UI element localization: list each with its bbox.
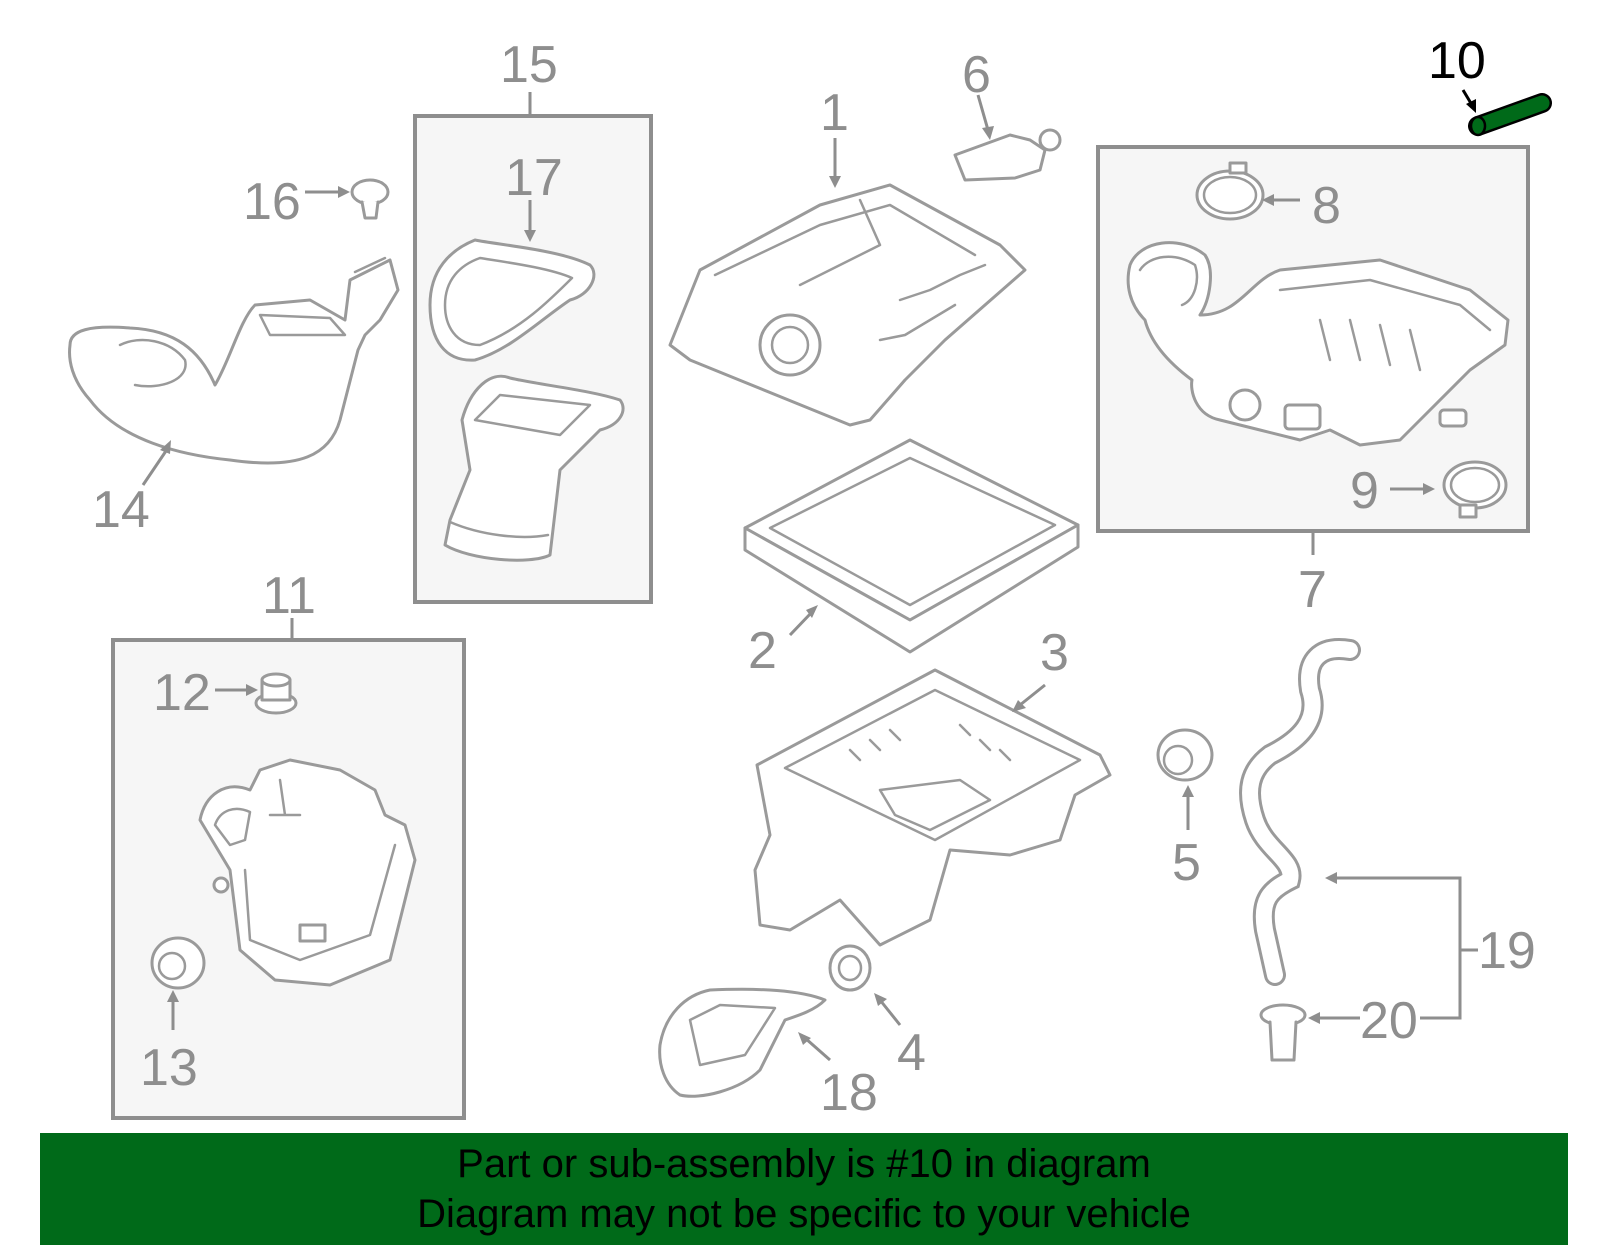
callout-4: 4 <box>874 993 926 1082</box>
part-9-clamp[interactable] <box>1442 460 1508 519</box>
part-5-grommet[interactable] <box>1156 728 1214 782</box>
svg-text:19: 19 <box>1478 922 1536 980</box>
part-2-filter-element[interactable] <box>743 438 1080 654</box>
part-19-vent-hose[interactable] <box>1239 638 1361 986</box>
svg-text:6: 6 <box>962 46 991 104</box>
part-18-duct[interactable] <box>658 987 827 1098</box>
svg-text:17: 17 <box>505 149 563 207</box>
part-20-clip[interactable] <box>1259 1003 1307 1062</box>
svg-text:20: 20 <box>1360 992 1418 1050</box>
svg-text:13: 13 <box>140 1039 198 1097</box>
svg-text:16: 16 <box>243 173 301 231</box>
part-15-duct-assembly[interactable] <box>443 374 625 562</box>
part-1-air-cleaner-cover[interactable] <box>668 183 1027 427</box>
svg-text:9: 9 <box>1350 462 1379 520</box>
part-6-sensor[interactable] <box>953 128 1062 182</box>
callout-10: 10 <box>1428 32 1486 113</box>
svg-text:15: 15 <box>500 36 558 94</box>
callout-11: 11 <box>262 567 316 640</box>
callout-1: 1 <box>820 84 849 188</box>
part-17-seal[interactable] <box>428 238 596 362</box>
svg-text:11: 11 <box>262 567 316 625</box>
footer-banner: Part or sub-assembly is #10 in diagram D… <box>40 1133 1568 1245</box>
part-16-clip[interactable] <box>350 178 390 220</box>
callout-3: 3 <box>1012 624 1069 712</box>
callout-2: 2 <box>748 605 818 680</box>
callout-8: 8 <box>1262 177 1341 235</box>
callout-18: 18 <box>798 1032 878 1122</box>
footer-line-1: Part or sub-assembly is #10 in diagram <box>457 1142 1151 1186</box>
svg-text:8: 8 <box>1312 177 1341 235</box>
part-7-air-cleaner-assembly[interactable] <box>1126 241 1510 447</box>
part-3-lower-housing[interactable] <box>753 668 1112 947</box>
part-8-clamp[interactable] <box>1195 161 1265 221</box>
svg-text:14: 14 <box>92 481 150 539</box>
svg-text:10: 10 <box>1428 32 1486 90</box>
footer-line-2: Diagram may not be specific to your vehi… <box>417 1192 1191 1236</box>
svg-text:2: 2 <box>748 622 777 680</box>
callout-16: 16 <box>243 173 350 231</box>
part-13-grommet[interactable] <box>150 936 206 990</box>
callout-9: 9 <box>1350 462 1435 520</box>
callout-20: 20 <box>1308 992 1418 1050</box>
part-12-cap[interactable] <box>254 672 298 715</box>
svg-text:5: 5 <box>1172 834 1201 892</box>
svg-text:7: 7 <box>1298 561 1327 619</box>
callout-15: 15 <box>500 36 558 116</box>
callout-7: 7 <box>1298 531 1327 619</box>
svg-text:3: 3 <box>1040 624 1069 682</box>
callout-13: 13 <box>140 990 198 1097</box>
part-4-grommet[interactable] <box>828 944 872 992</box>
callout-17: 17 <box>505 149 563 242</box>
part-10-hose-highlighted[interactable] <box>1468 93 1552 137</box>
callout-5: 5 <box>1172 785 1201 892</box>
callout-19: 19 <box>1325 872 1536 1020</box>
callout-14: 14 <box>92 440 171 539</box>
callout-6: 6 <box>962 46 994 140</box>
svg-text:18: 18 <box>820 1064 878 1122</box>
part-11-resonator[interactable] <box>198 758 417 987</box>
svg-text:4: 4 <box>897 1024 926 1082</box>
callout-12: 12 <box>153 664 258 722</box>
svg-text:1: 1 <box>820 84 849 142</box>
svg-text:12: 12 <box>153 664 211 722</box>
part-14-intake-duct[interactable] <box>68 256 400 465</box>
